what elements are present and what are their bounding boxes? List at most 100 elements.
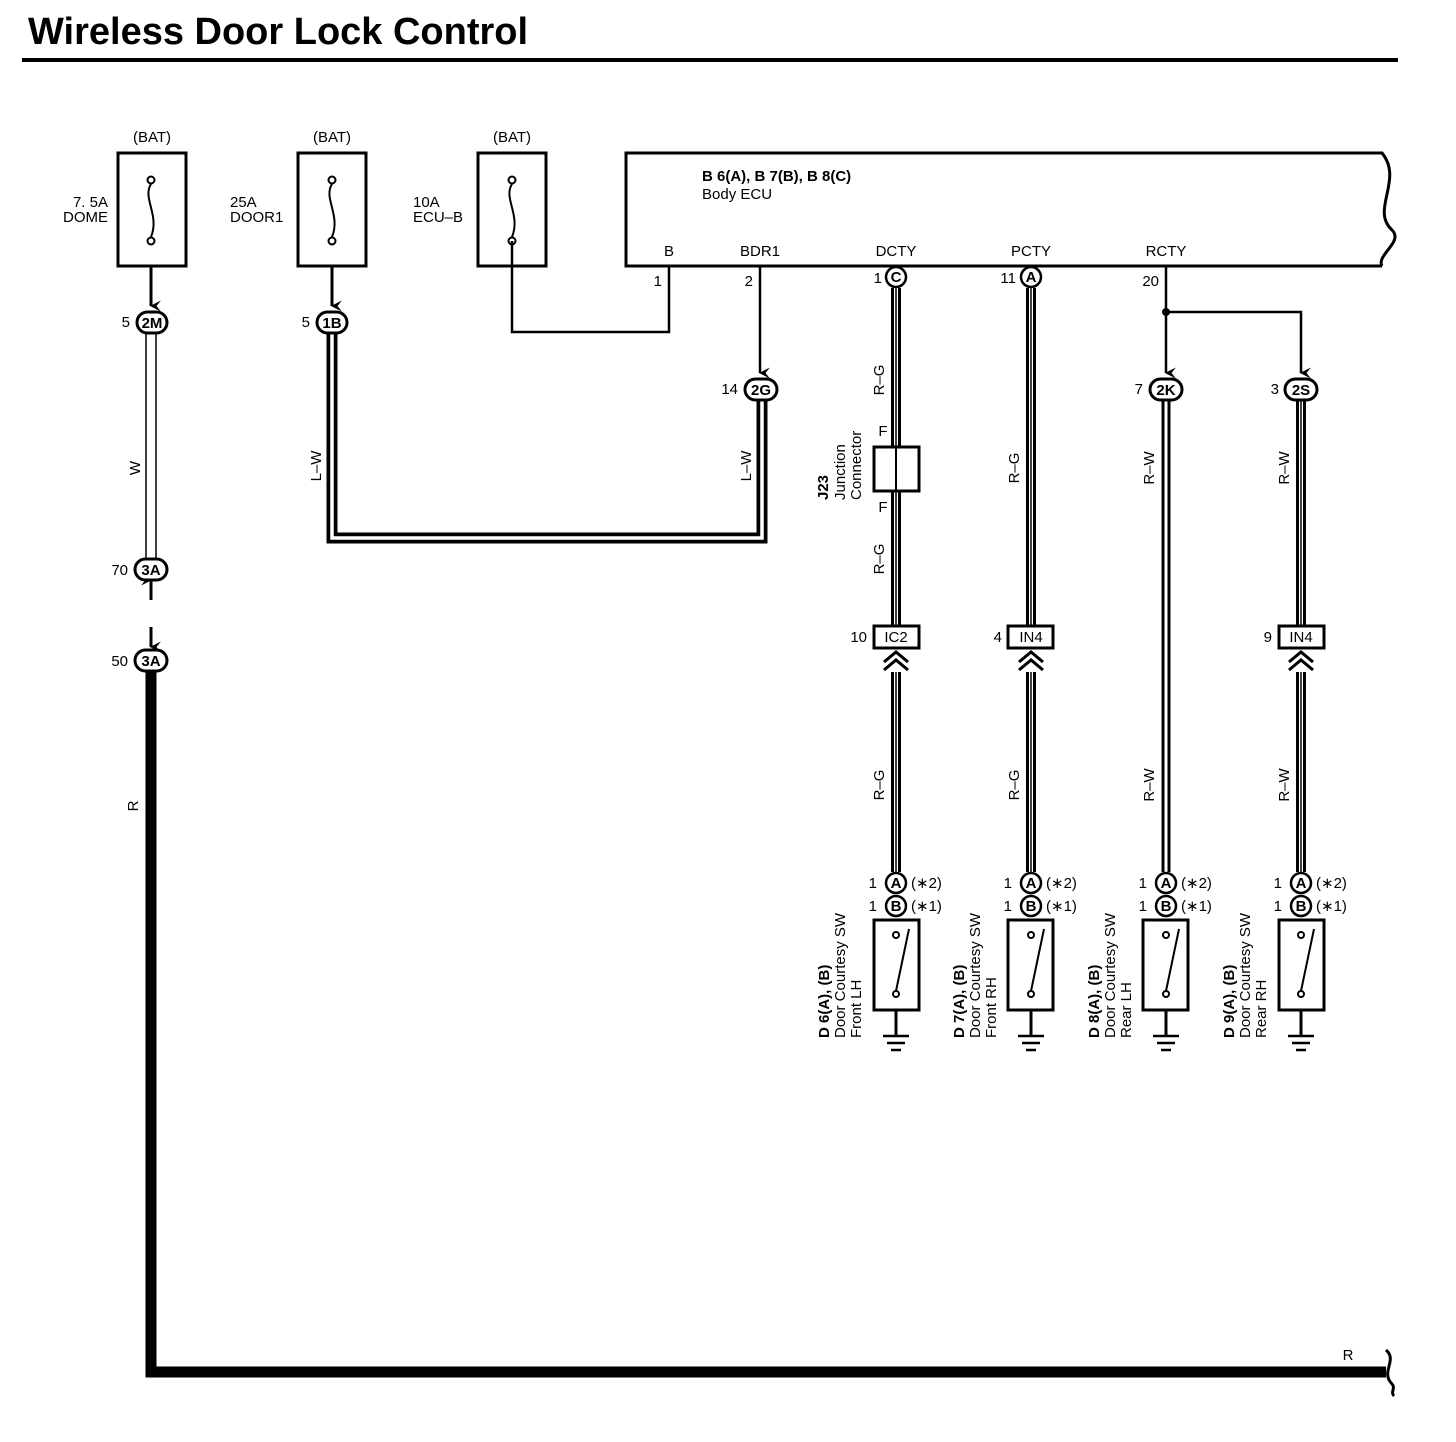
svg-text:B: B (891, 898, 902, 915)
svg-text:2G: 2G (751, 382, 771, 399)
svg-text:(∗1): (∗1) (911, 898, 942, 915)
wire-color-w: W (127, 460, 144, 475)
svg-text:B: B (1161, 898, 1172, 915)
ecu-conn-c (884, 265, 908, 289)
svg-text:A: A (1026, 875, 1037, 892)
junction-j23: F F J23 Junction Connector (815, 423, 921, 516)
ecu-pin-num: 11 (1000, 270, 1016, 287)
wire-color-rg: R–G (1006, 770, 1023, 801)
svg-text:A: A (1161, 875, 1172, 892)
svg-text:(∗1): (∗1) (1046, 898, 1077, 915)
body-ecu: B 6(A), B 7(B), B 8(C) Body ECU B BDR1 D… (624, 151, 1397, 290)
ecu-pin-num: 20 (1142, 273, 1159, 290)
svg-text:14: 14 (721, 381, 738, 398)
svg-text:IN4: IN4 (1289, 629, 1312, 646)
svg-text:Junction: Junction (832, 444, 849, 500)
svg-text:4: 4 (994, 629, 1002, 646)
svg-text:2M: 2M (142, 315, 163, 332)
svg-text:1: 1 (869, 875, 877, 892)
svg-text:J23: J23 (815, 475, 832, 500)
svg-text:1: 1 (1139, 898, 1147, 915)
svg-text:3A: 3A (141, 562, 160, 579)
ecu-name: Body ECU (702, 186, 772, 203)
svg-text:9: 9 (1264, 629, 1272, 646)
svg-text:(∗1): (∗1) (1181, 898, 1212, 915)
svg-text:(∗1): (∗1) (1316, 898, 1347, 915)
svg-text:C: C (891, 269, 902, 286)
svg-text:Door Courtesy SW: Door Courtesy SW (1237, 912, 1254, 1038)
svg-text:Connector: Connector (848, 431, 865, 500)
svg-text:50: 50 (111, 653, 128, 670)
fuse-source: (BAT) (133, 129, 171, 146)
wire-color-rg: R–G (871, 544, 888, 575)
connector-in4-b: 9 IN4 (1264, 624, 1326, 672)
wire-color-rw: R–W (1141, 450, 1158, 484)
ecu-pin-b: B (664, 243, 674, 260)
svg-text:5: 5 (302, 314, 310, 331)
connector-2k: 7 2K (1135, 377, 1184, 402)
wire-break (1384, 1348, 1396, 1398)
wire-color-rg: R–G (871, 770, 888, 801)
connector-1b: 5 1B (302, 310, 349, 335)
wire-color-rw: R–W (1141, 767, 1158, 801)
fuse-rating: 25A (230, 194, 257, 211)
wire-color-rw: R–W (1276, 767, 1293, 801)
svg-text:A: A (1296, 875, 1307, 892)
svg-text:70: 70 (111, 562, 128, 579)
svg-text:10: 10 (850, 629, 867, 646)
svg-text:D 8(A), (B): D 8(A), (B) (1086, 965, 1103, 1038)
svg-text:Rear LH: Rear LH (1118, 982, 1135, 1038)
svg-text:A: A (1026, 269, 1037, 286)
svg-text:1: 1 (1004, 875, 1012, 892)
svg-text:1: 1 (1274, 875, 1282, 892)
svg-text:B: B (1296, 898, 1307, 915)
svg-text:2K: 2K (1156, 382, 1175, 399)
svg-text:(∗2): (∗2) (1316, 875, 1347, 892)
svg-text:F: F (878, 423, 887, 440)
svg-text:(∗2): (∗2) (911, 875, 942, 892)
svg-text:1: 1 (1004, 898, 1012, 915)
wire-color-r: R (125, 800, 142, 811)
svg-text:IC2: IC2 (884, 629, 907, 646)
svg-text:3A: 3A (141, 653, 160, 670)
wire-r (145, 672, 1386, 1378)
fuse-name: DOOR1 (230, 209, 283, 226)
connector-2m: 5 2M (122, 310, 169, 335)
svg-text:D 6(A), (B): D 6(A), (B) (816, 965, 833, 1038)
fuse-source: (BAT) (313, 129, 351, 146)
fuse-door1: (BAT) 25A DOOR1 (230, 129, 368, 268)
svg-text:Front RH: Front RH (983, 977, 1000, 1038)
fuse-source: (BAT) (493, 129, 531, 146)
page-title: Wireless Door Lock Control (28, 11, 528, 53)
wire-color-rw: R–W (1276, 450, 1293, 484)
connector-ic2: 10 IC2 (850, 624, 921, 672)
ecu-conn-a (1019, 265, 1043, 289)
svg-text:D 7(A), (B): D 7(A), (B) (951, 965, 968, 1038)
svg-text:Front LH: Front LH (848, 980, 865, 1038)
connector-in4-a: 4 IN4 (994, 624, 1055, 672)
svg-text:2S: 2S (1292, 382, 1310, 399)
fuse-rating: 7. 5A (73, 194, 108, 211)
svg-text:1B: 1B (322, 315, 341, 332)
ecu-pin-pcty: PCTY (1011, 243, 1051, 260)
ecu-pin-rcty: RCTY (1146, 243, 1187, 260)
wire-color-r2: R (1343, 1347, 1354, 1364)
ecu-pin-num: 1 (654, 273, 662, 290)
svg-text:3: 3 (1271, 381, 1279, 398)
svg-text:F: F (878, 499, 887, 516)
fuse-rating: 10A (413, 194, 440, 211)
svg-text:D 9(A), (B): D 9(A), (B) (1221, 965, 1238, 1038)
svg-text:Door Courtesy SW: Door Courtesy SW (967, 912, 984, 1038)
svg-text:(∗2): (∗2) (1181, 875, 1212, 892)
fuse-name: DOME (63, 209, 108, 226)
svg-text:IN4: IN4 (1019, 629, 1042, 646)
switch-front-lh: 1 A (∗2) 1 B (∗1) D 6(A), (B) Door Court… (816, 871, 942, 1052)
connector-3a-bottom: 50 3A (111, 648, 169, 673)
svg-text:1: 1 (1274, 898, 1282, 915)
connector-2g: 14 2G (721, 377, 779, 402)
ecu-pin-num: 1 (874, 270, 882, 287)
connector-3a-top: 70 3A (111, 557, 169, 582)
switch-front-rh: 1 A (∗2) 1 B (∗1) D 7(A), (B) Door Court… (951, 871, 1077, 1052)
svg-text:1: 1 (1139, 875, 1147, 892)
